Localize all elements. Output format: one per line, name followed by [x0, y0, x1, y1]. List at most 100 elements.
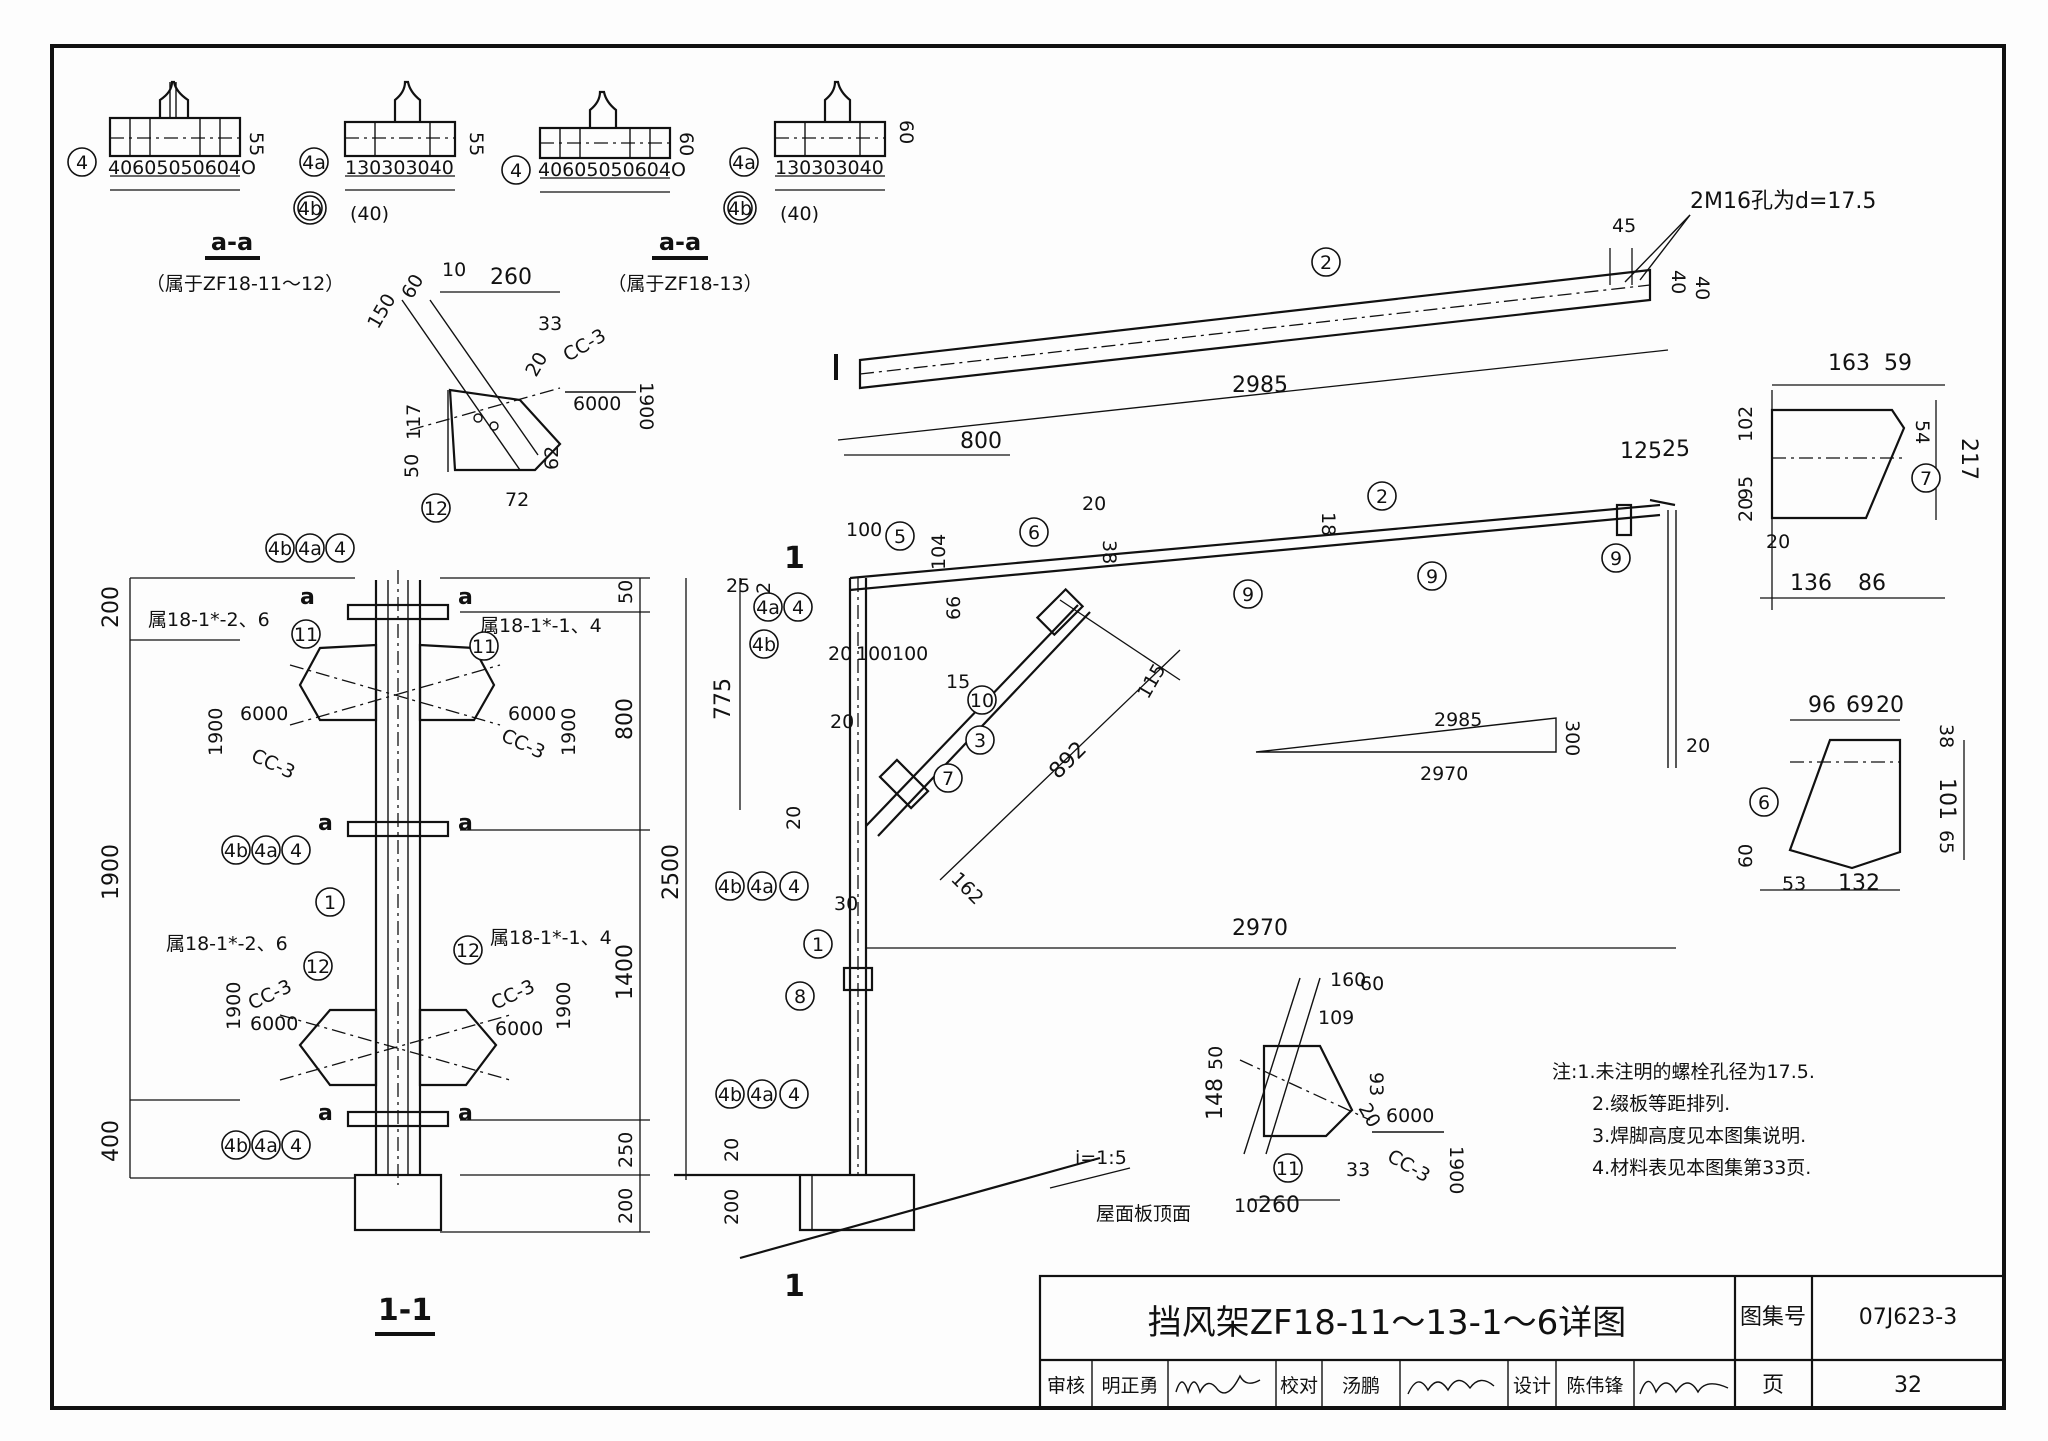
- elev-d40a: 40: [1667, 270, 1689, 294]
- aa2-dims: 130303040: [345, 157, 454, 179]
- aa2-bubble-4a: 4a: [302, 152, 326, 174]
- p6-b1: 53: [1782, 873, 1806, 895]
- elev-d20f: 20: [1686, 735, 1710, 757]
- s11-weld-ll: 6000: [250, 1013, 298, 1035]
- elev-tri-rise: 300: [1561, 720, 1583, 756]
- p12-weld2: 1900: [635, 382, 657, 430]
- p11-bubble-11: 11: [1276, 1158, 1300, 1180]
- aa-label-2: a-a: [659, 228, 701, 256]
- elev-b4a-mid: 4a: [750, 876, 774, 898]
- s11-mark-a-4: a: [458, 811, 473, 836]
- p7-b1: 20: [1766, 531, 1790, 553]
- s11-mark-a-1: a: [300, 585, 315, 610]
- note-2: 2.缀板等距排列.: [1592, 1093, 1730, 1115]
- s11-b12-l: 12: [306, 956, 330, 978]
- elev-d200: 200: [721, 1189, 743, 1225]
- s11-cc-ul: CC-3: [248, 745, 299, 784]
- elev-d892: 892: [1045, 737, 1092, 784]
- p7-w1: 163: [1828, 351, 1870, 376]
- plate-12-detail: 10 260 150 60 33 20 117 50 62 72 CC-3 60…: [363, 259, 657, 523]
- p11-d20: 20: [1354, 1100, 1385, 1132]
- s11-note-b-top: 属18-1*-1、4: [480, 615, 602, 637]
- s11-b12-r: 12: [456, 940, 480, 962]
- p7-w2: 59: [1884, 351, 1912, 376]
- aa-label-1: a-a: [211, 228, 253, 256]
- elev-b10: 10: [970, 690, 994, 712]
- designer-signature: [1639, 1380, 1729, 1395]
- elev-b4a-bot: 4a: [750, 1084, 774, 1106]
- elev-roof-label: 屋面板顶面: [1096, 1203, 1191, 1225]
- s11-cc-lr: CC-3: [488, 975, 539, 1014]
- page-label: 页: [1762, 1373, 1784, 1398]
- elev-b3: 3: [974, 730, 986, 752]
- s11-b4b-bot: 4b: [224, 1135, 248, 1157]
- review-label: 审核: [1047, 1375, 1085, 1397]
- elev-cut-1-bot: 1: [784, 1269, 805, 1304]
- p12-weld: 6000: [573, 393, 621, 415]
- s11-weld-lr: 6000: [495, 1018, 543, 1040]
- s11-weld2-ll: 1900: [223, 982, 245, 1030]
- s11-mark-a-3: a: [318, 811, 333, 836]
- s11-mark-a-2: a: [458, 585, 473, 610]
- elev-d162: 162: [946, 868, 987, 909]
- elev-cut-1-top: 1: [784, 541, 805, 576]
- elev-d104: 104: [928, 534, 950, 570]
- aa-section-2: 130303040 (40) 55 4a 4b: [293, 80, 487, 225]
- p11-d10: 10: [1234, 1195, 1258, 1217]
- elev-b9-3: 9: [1610, 548, 1622, 570]
- aa1-height: 55: [245, 132, 267, 156]
- s11-right-dim-0: 50: [615, 580, 637, 604]
- elev-d775: 775: [711, 678, 736, 720]
- atlas-label: 图集号: [1740, 1305, 1806, 1330]
- s11-note-a-bot: 属18-1*-2、6: [166, 933, 288, 955]
- elev-d25b: 25: [726, 575, 750, 597]
- p11-d260: 260: [1258, 1193, 1300, 1218]
- elev-b2-mid: 2: [1376, 486, 1388, 508]
- plate-7-detail: 163 59 102 54 95 20 217 20 136 86 7: [1735, 351, 1981, 610]
- elev-d100b: 100: [856, 643, 892, 665]
- note-3: 3.焊脚高度见本图集说明.: [1592, 1125, 1806, 1147]
- elev-d800: 800: [960, 429, 1002, 454]
- p11-d60: 60: [1360, 973, 1384, 995]
- elev-b4b-top: 4b: [752, 634, 776, 656]
- p12-d60: 60: [397, 271, 428, 303]
- s11-left-dim-1: 1900: [99, 844, 124, 900]
- design-label: 设计: [1513, 1375, 1551, 1397]
- s11-weld2-ur: 1900: [558, 708, 580, 756]
- elev-roof-slope: i=1:5: [1075, 1147, 1127, 1169]
- p6-w1: 96: [1808, 693, 1836, 718]
- elev-tri-hyp: 2985: [1434, 709, 1482, 731]
- checker: 汤鹏: [1342, 1375, 1380, 1397]
- p6-h2: 101: [1934, 778, 1959, 820]
- sheet-border: [50, 44, 2006, 1410]
- aa-note-1: （属于ZF18-11～12）: [146, 273, 344, 295]
- s11-b4a-mid: 4a: [254, 840, 278, 862]
- elev-b7: 7: [942, 768, 954, 790]
- elev-b5: 5: [894, 526, 906, 548]
- p11-d160: 160: [1330, 969, 1366, 991]
- elev-b9-1: 9: [1242, 584, 1254, 606]
- s11-note-a-top: 属18-1*-2、6: [148, 609, 270, 631]
- aa4-sub: (40): [780, 203, 819, 225]
- sheet-title: 挡风架ZF18-11～13-1～6详图: [1148, 1303, 1626, 1343]
- reviewer: 明正勇: [1101, 1375, 1158, 1397]
- s11-b4a-top: 4a: [298, 538, 322, 560]
- aa2-height: 55: [465, 132, 487, 156]
- title-block: 挡风架ZF18-11～13-1～6详图 图集号 07J623-3 审核 明正勇 …: [1038, 1274, 2006, 1410]
- s11-b1: 1: [324, 892, 336, 914]
- p11-weld2: 1900: [1445, 1146, 1467, 1194]
- s11-right-dim-3: 250: [615, 1132, 637, 1168]
- atlas-no: 07J623-3: [1859, 1305, 1957, 1330]
- elev-d15: 15: [946, 671, 970, 693]
- s11-left-dim-0: 200: [99, 586, 124, 628]
- elev-b4-top: 4: [792, 597, 804, 619]
- s11-weld-ur: 6000: [508, 703, 556, 725]
- s11-b4-bot: 4: [290, 1135, 302, 1157]
- elev-d30: 30: [834, 893, 858, 915]
- s11-cc-ur: CC-3: [498, 725, 549, 764]
- p6-h3: 65: [1935, 830, 1957, 854]
- elev-d66: 66: [943, 596, 965, 620]
- aa3-dims: 40605050604O: [538, 159, 686, 181]
